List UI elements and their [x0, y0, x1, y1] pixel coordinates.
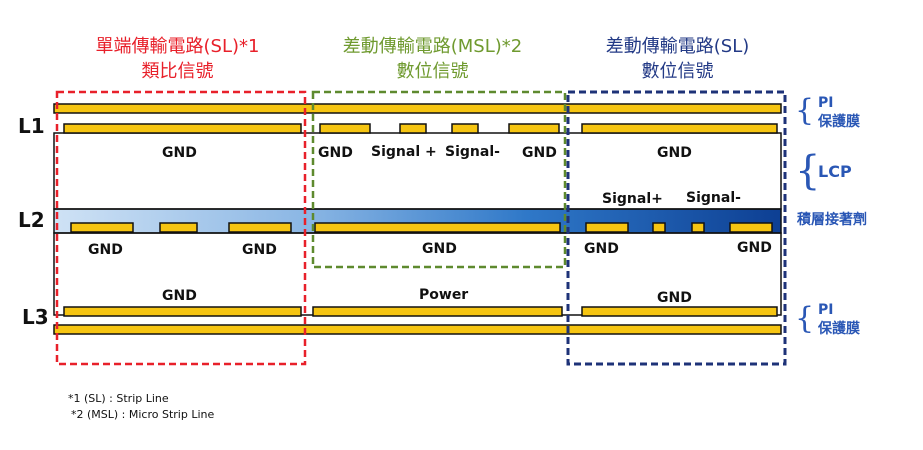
footnote-sl: *1 (SL) : Strip Line	[68, 392, 169, 405]
side-label-adhesive: 積層接著劑	[797, 212, 867, 228]
header-differential-msl-title: 差動傳輸電路(MSL)*2	[342, 36, 523, 57]
l1-gnd-trace-msl-right	[508, 123, 560, 134]
l2-signal-plus	[652, 222, 666, 233]
header-single-ended-sl-title: 單端傳輸電路(SL)*1	[95, 36, 260, 57]
label-signal-minus-sl: Signal-	[686, 190, 741, 206]
l3-copper	[63, 306, 778, 317]
l2-copper	[70, 222, 773, 233]
pi-bottom-coverlay	[53, 324, 782, 335]
l2-gnd-left	[70, 222, 134, 233]
label-gnd-l2-sl-left: GND	[584, 241, 619, 257]
header-single-ended-sl: 單端傳輸電路(SL)*1 類比信號	[55, 34, 300, 84]
l3-gnd-plane-left	[63, 306, 302, 317]
l2-gnd-mid	[228, 222, 292, 233]
l2-gnd-sl-right	[729, 222, 773, 233]
label-gnd-l2-left: GND	[88, 242, 123, 258]
l2-signal-minus	[691, 222, 705, 233]
label-gnd-l2-mid: GND	[242, 242, 277, 258]
l1-signal-plus-trace	[399, 123, 427, 134]
label-gnd-l1-right: GND	[657, 145, 692, 161]
label-signal-plus-msl: Signal +	[371, 144, 437, 160]
l2-gnd-sl-left	[585, 222, 629, 233]
header-differential-sl-title: 差動傳輸電路(SL)	[605, 36, 750, 57]
brace-lcp: {	[795, 148, 821, 194]
label-gnd-l3-left: GND	[162, 288, 197, 304]
side-label-pi-bottom-line2: 保護膜	[818, 321, 860, 337]
l1-gnd-plane-right	[581, 123, 778, 134]
header-single-ended-sl-subtitle: 類比信號	[141, 61, 214, 82]
label-gnd-l2-msl: GND	[422, 241, 457, 257]
label-gnd-msl-left: GND	[318, 145, 353, 161]
single-ended-sl-region	[55, 90, 307, 366]
side-label-lcp: LCP	[818, 162, 852, 181]
side-label-pi-bottom-line1: PI	[818, 302, 834, 318]
label-gnd-msl-right: GND	[522, 145, 557, 161]
layer-label-l3: L3	[22, 305, 49, 329]
l1-gnd-trace-msl-left	[319, 123, 371, 134]
l2-gnd-plane-msl	[314, 222, 561, 233]
label-signal-minus-msl: Signal-	[445, 144, 500, 160]
layer-label-l1: L1	[18, 114, 45, 138]
header-differential-msl: 差動傳輸電路(MSL)*2 數位信號	[305, 34, 560, 84]
differential-msl-region	[311, 90, 567, 269]
brace-pi-top: {	[795, 93, 815, 128]
brace-pi-bottom: {	[795, 301, 815, 336]
l2-signal-single	[159, 222, 198, 233]
header-differential-msl-subtitle: 數位信號	[396, 61, 469, 82]
pi-top-coverlay	[53, 103, 782, 114]
label-power-l3: Power	[419, 287, 469, 303]
l3-power-plane	[312, 306, 563, 317]
side-label-pi-top-line2: 保護膜	[818, 114, 860, 130]
side-label-pi-top: PI 保護膜	[818, 94, 860, 132]
layer-label-l2: L2	[18, 208, 45, 232]
l1-signal-minus-trace	[451, 123, 479, 134]
differential-sl-region	[566, 90, 787, 366]
label-gnd-l1-left: GND	[162, 145, 197, 161]
label-signal-plus-sl: Signal+	[602, 191, 663, 207]
l3-gnd-plane-right	[581, 306, 778, 317]
header-differential-sl: 差動傳輸電路(SL) 數位信號	[565, 34, 790, 84]
label-gnd-l2-sl-right: GND	[737, 240, 772, 256]
side-label-pi-top-line1: PI	[818, 95, 834, 111]
l1-copper	[63, 123, 778, 134]
footnote-msl: *2 (MSL) : Micro Strip Line	[71, 408, 215, 421]
side-label-pi-bottom: PI 保護膜	[818, 301, 860, 339]
header-differential-sl-subtitle: 數位信號	[641, 61, 714, 82]
l1-gnd-plane-left	[63, 123, 302, 134]
label-gnd-l3-right: GND	[657, 290, 692, 306]
